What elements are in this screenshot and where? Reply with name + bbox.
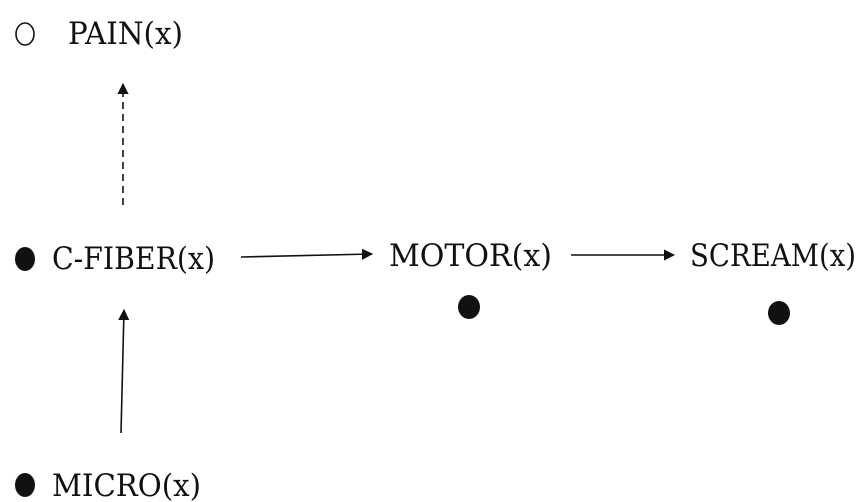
node-label-micro: MICRO(x) [52,468,201,502]
node-label-motor: MOTOR(x) [389,238,552,274]
edge-cfiber-to-motor [240,248,374,260]
node-label-pain: PAIN(x) [68,16,183,52]
edge-micro-to-cfiber [118,308,130,434]
node-label-cfiber: C-FIBER(x) [52,241,215,277]
node-label-scream: SCREAM(x) [690,238,856,274]
cfiber-filled-marker [15,247,35,271]
motor-filled-marker [458,295,480,319]
pain-hollow-marker [15,22,35,46]
micro-filled-marker [15,473,35,497]
scream-filled-marker [768,301,790,325]
